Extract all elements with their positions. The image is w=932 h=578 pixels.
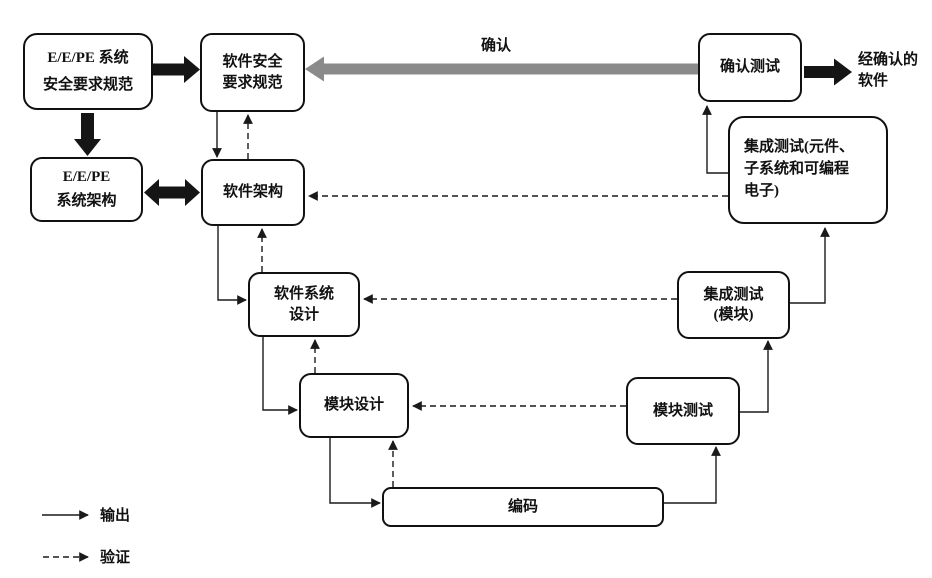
box-software-safety-requirements: 软件安全 要求规范 — [200, 33, 305, 112]
box-coding: 编码 — [382, 487, 664, 527]
box-software-system-design: 软件系统 设计 — [248, 272, 360, 337]
output-line-module-design-to-coding — [329, 438, 381, 508]
box-module-testing: 模块测试 — [626, 377, 740, 445]
thick-arrow-validation-test-to-validated-software — [804, 58, 852, 86]
box-software-architecture: 软件架构 — [201, 159, 305, 226]
box-eepe-system-architecture: E/E/PE 系统架构 — [30, 157, 143, 222]
thick-arrow-eepe-srs-to-sw-srs — [153, 56, 200, 83]
box-integration-testing-pe: 集成测试(元件、 子系统和可编程 电子) — [728, 116, 888, 224]
thick-arrow-eepe-srs-to-eepe-arch — [74, 113, 101, 156]
legend-verification-label: 验证 — [100, 550, 131, 566]
box-validation-testing: 确认测试 — [698, 33, 802, 102]
output-line-sw-arch-to-sw-sys-design — [217, 226, 247, 305]
legend-output-label: 输出 — [100, 508, 131, 524]
gray-validation-arrow — [305, 56, 698, 82]
box-eepe-system-safety-requirements: E/E/PE 系统 安全要求规范 — [23, 33, 153, 110]
output-line-integration-pe-to-validation-test — [702, 105, 728, 174]
output-line-integration-module-to-integration-pe — [790, 227, 830, 304]
output-line-module-test-to-integration-module — [740, 340, 773, 413]
output-line-coding-to-module-test — [664, 446, 721, 504]
thick-double-arrow-eepe-arch-sw-arch — [144, 179, 200, 206]
box-module-design: 模块设计 — [299, 373, 409, 438]
box-integration-testing-module: 集成测试 (模块) — [677, 271, 790, 339]
validation-arrow-label: 确认 — [480, 38, 511, 54]
output-line-sw-sys-design-to-module-design — [262, 337, 298, 415]
validated-software-label: 经确认的 软件 — [858, 52, 919, 89]
